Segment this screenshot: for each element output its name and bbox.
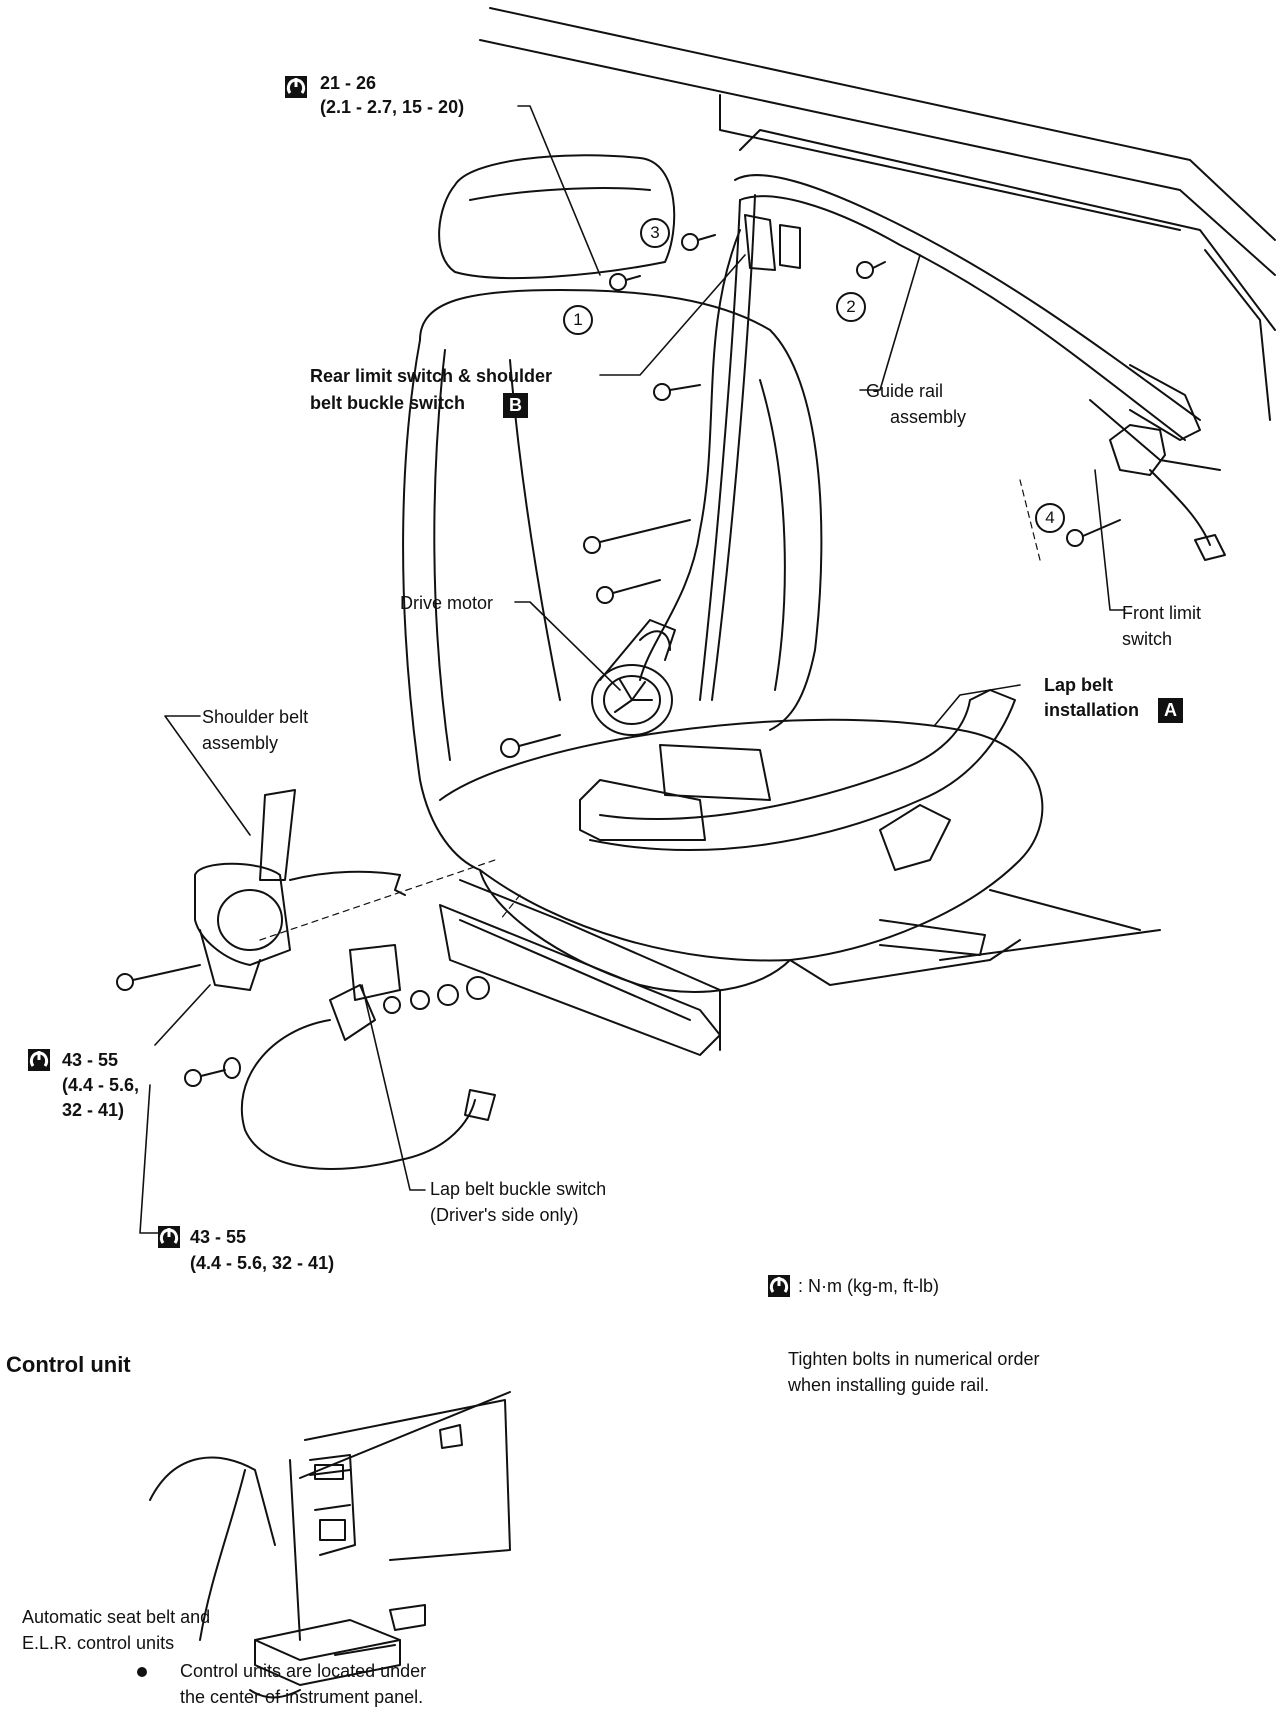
- lap-belt: [589, 689, 1016, 871]
- badge-b: B: [503, 393, 528, 418]
- torque-wrench-icon: [768, 1275, 790, 1297]
- note-bullet: [137, 1667, 147, 1677]
- torque-bottom-line1: 43 - 55: [190, 1227, 247, 1247]
- alignment-lines: [259, 479, 1041, 941]
- bolts: [116, 233, 1121, 1087]
- guide-rail: [699, 174, 1201, 701]
- leader-lines: [139, 105, 1126, 1234]
- lap-belt-buckle: [240, 944, 496, 1170]
- callout-3: 3: [640, 218, 670, 248]
- harness-wire: [639, 229, 741, 681]
- control-unit-note-2: the center of instrument panel.: [180, 1687, 424, 1707]
- auto-seat-belt-label-2: E.L.R. control units: [22, 1633, 175, 1653]
- lap-belt-installation-label-1: Lap belt: [1044, 675, 1114, 695]
- front-limit-switch: [1109, 424, 1226, 561]
- front-limit-switch-label-1: Front limit: [1122, 603, 1202, 623]
- torque-wrench-icon: [28, 1049, 50, 1071]
- seat-rails: [439, 889, 1161, 1056]
- lap-belt-buckle-switch-label-2: (Driver's side only): [430, 1205, 579, 1225]
- torque-wrench-icon: [158, 1226, 180, 1248]
- badge-a: A: [1158, 698, 1183, 723]
- rear-limit-switch-label-1: Rear limit switch & shoulder: [310, 366, 553, 386]
- legend-units: : N·m (kg-m, ft-lb): [798, 1276, 939, 1296]
- seat-bracket: [579, 744, 771, 841]
- control-unit-heading: Control unit: [6, 1352, 131, 1377]
- torque-left-line1: 43 - 55: [62, 1050, 119, 1070]
- torque-top-value: 21 - 26: [320, 73, 377, 93]
- rear-limit-switch-label-2: belt buckle switch: [310, 393, 466, 413]
- torque-left-line2: (4.4 - 5.6,: [62, 1075, 140, 1095]
- callout-2: 2: [836, 292, 866, 322]
- headrest: [438, 154, 676, 280]
- lap-belt-installation-label-2: installation: [1044, 700, 1140, 720]
- seat-cushion: [439, 718, 1044, 1051]
- control-unit-inset-art: [149, 1391, 511, 1699]
- torque-bottom-line2: (4.4 - 5.6, 32 - 41): [190, 1253, 335, 1273]
- shoulder-belt-retractor: [194, 789, 406, 991]
- callout-1: 1: [563, 305, 593, 335]
- drive-motor-label: Drive motor: [400, 593, 494, 613]
- auto-seat-belt-label-1: Automatic seat belt and: [22, 1607, 211, 1627]
- tighten-note-1: Tighten bolts in numerical order: [788, 1349, 1040, 1369]
- lap-belt-buckle-switch-label-1: Lap belt buckle switch: [430, 1179, 607, 1199]
- guide-rail-label-2: assembly: [890, 407, 967, 427]
- shoulder-belt-assembly-label-2: assembly: [202, 733, 279, 753]
- drive-motor: [591, 619, 676, 736]
- tighten-note-2: when installing guide rail.: [788, 1375, 990, 1395]
- guide-rail-label-1: Guide rail: [866, 381, 944, 401]
- callout-4: 4: [1035, 503, 1065, 533]
- torque-top-sub: (2.1 - 2.7, 15 - 20): [320, 97, 465, 117]
- torque-wrench-icon: [285, 76, 307, 98]
- control-unit-note-1: Control units are located under: [180, 1661, 427, 1681]
- front-limit-switch-label-2: switch: [1122, 629, 1173, 649]
- shoulder-belt-assembly-label-1: Shoulder belt: [202, 707, 309, 727]
- torque-left-line3: 32 - 41): [62, 1100, 125, 1120]
